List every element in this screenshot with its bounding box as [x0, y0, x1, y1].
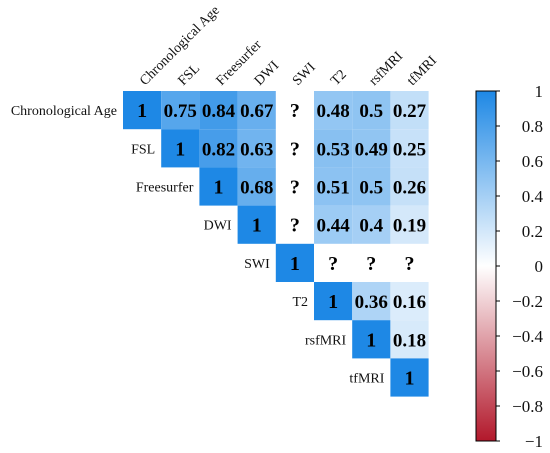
cell-chronological-age-fsl-fill — [161, 91, 200, 130]
cell-fsl-t2-label: 0.53 — [316, 139, 349, 160]
cell-dwi-swi-label: ? — [290, 215, 300, 237]
cell-fsl-freesurfer-label: 0.82 — [202, 139, 235, 160]
cell-fsl-rsfmri-label: 0.49 — [355, 139, 388, 160]
row-label-chronological-age: Chronological Age — [11, 104, 117, 119]
cell-swi-tfmri-label: ? — [405, 253, 415, 275]
cell-t2-rsfmri-label: 0.36 — [355, 292, 388, 313]
row-label-freesurfer: Freesurfer — [136, 181, 194, 196]
cell-rsfmri-rsfmri-fill — [352, 320, 391, 359]
cell-chronological-age-fsl-label: 0.75 — [164, 101, 197, 122]
cell-tfmri-tfmri-label: 1 — [405, 368, 415, 390]
cell-chronological-age-chronological-age-fill — [123, 91, 162, 130]
cell-chronological-age-freesurfer-fill — [199, 91, 238, 130]
cell-rsfmri-tfmri-label: 0.18 — [393, 330, 426, 351]
cell-freesurfer-tfmri-fill — [390, 167, 429, 206]
cell-fsl-tfmri-fill — [390, 129, 429, 168]
row-label-dwi: DWI — [204, 219, 232, 234]
column-label-dwi: DWI — [252, 58, 283, 89]
cell-dwi-tfmri-fill — [390, 205, 429, 244]
row-label-fsl: FSL — [131, 142, 155, 157]
cell-freesurfer-rsfmri-label: 0.5 — [359, 178, 383, 199]
cell-rsfmri-tfmri-fill — [390, 320, 429, 359]
cell-swi-t2-label: ? — [328, 253, 338, 275]
colorbar-tick-label: −1 — [525, 432, 543, 451]
row-label-rsfmri: rsfMRI — [305, 333, 347, 348]
colorbar-tick-label: 0.8 — [522, 117, 543, 136]
cell-chronological-age-t2-label: 0.48 — [316, 101, 349, 122]
cell-rsfmri-rsfmri-label: 1 — [366, 329, 376, 351]
cell-chronological-age-freesurfer-label: 0.84 — [202, 101, 236, 122]
cell-dwi-t2-fill — [314, 205, 353, 244]
cell-chronological-age-rsfmri-fill — [352, 91, 391, 130]
cell-swi-rsfmri-label: ? — [366, 253, 376, 275]
cell-freesurfer-dwi-fill — [237, 167, 276, 206]
colorbar-tick-label: −0.6 — [512, 362, 543, 381]
column-label-rsfmri: rsfMRI — [366, 49, 406, 89]
cell-dwi-dwi-fill — [237, 205, 276, 244]
colorbar-tick-label: 0 — [535, 257, 544, 276]
column-label-tfmri: tfMRI — [405, 53, 441, 89]
column-label-t2: T2 — [328, 67, 350, 89]
cell-fsl-tfmri-label: 0.25 — [393, 139, 426, 160]
cell-fsl-fsl-fill — [161, 129, 200, 168]
colorbar-tick-label: 1 — [535, 82, 544, 101]
cell-swi-swi-fill — [275, 243, 314, 282]
cell-t2-t2-fill — [314, 282, 353, 321]
cell-dwi-rsfmri-fill — [352, 205, 391, 244]
cell-t2-t2-label: 1 — [328, 291, 338, 313]
colorbar-tick-label: −0.4 — [512, 327, 543, 346]
cell-chronological-age-rsfmri-label: 0.5 — [359, 101, 383, 122]
cell-freesurfer-tfmri-label: 0.26 — [393, 178, 426, 199]
cell-freesurfer-t2-fill — [314, 167, 353, 206]
cell-fsl-rsfmri-fill — [352, 129, 391, 168]
cell-freesurfer-swi-label: ? — [290, 177, 300, 199]
cell-t2-rsfmri-fill — [352, 282, 391, 321]
cell-chronological-age-t2-fill — [314, 91, 353, 130]
cell-chronological-age-dwi-label: 0.67 — [240, 101, 274, 122]
column-label-fsl: FSL — [175, 61, 203, 89]
cell-fsl-freesurfer-fill — [199, 129, 238, 168]
row-label-swi: SWI — [244, 257, 270, 272]
row-label-t2: T2 — [292, 295, 308, 310]
cell-t2-tfmri-label: 0.16 — [393, 292, 426, 313]
colorbar-gradient — [475, 90, 497, 442]
cell-swi-swi-label: 1 — [290, 253, 300, 275]
cell-dwi-t2-label: 0.44 — [316, 216, 350, 237]
cell-chronological-age-swi-label: ? — [290, 100, 300, 122]
colorbar-tick-label: 0.4 — [522, 187, 544, 206]
cell-chronological-age-chronological-age-label: 1 — [137, 100, 147, 122]
colorbar: 1 0.8 0.6 0.4 0.2 0 −0.2 −0.4 −0.6 −0.8 −1 — [475, 82, 544, 451]
cell-tfmri-tfmri-fill — [390, 358, 429, 397]
colorbar-tick-label: 0.2 — [522, 222, 543, 241]
cell-chronological-age-dwi-fill — [237, 91, 276, 130]
cell-dwi-tfmri-label: 0.19 — [393, 216, 426, 237]
cell-dwi-rsfmri-label: 0.4 — [359, 216, 383, 237]
cell-chronological-age-tfmri-fill — [390, 91, 429, 130]
cell-t2-tfmri-fill — [390, 282, 429, 321]
cell-freesurfer-freesurfer-fill — [199, 167, 238, 206]
column-label-swi: SWI — [290, 60, 319, 89]
cell-fsl-dwi-fill — [237, 129, 276, 168]
cell-freesurfer-rsfmri-fill — [352, 167, 391, 206]
cell-fsl-t2-fill — [314, 129, 353, 168]
cell-freesurfer-t2-label: 0.51 — [316, 178, 349, 199]
cell-fsl-fsl-label: 1 — [175, 138, 185, 160]
row-label-tfmri: tfMRI — [349, 372, 384, 387]
cell-dwi-dwi-label: 1 — [252, 215, 262, 237]
cell-fsl-swi-label: ? — [290, 138, 300, 160]
colorbar-tick-label: −0.8 — [512, 397, 543, 416]
cell-fsl-dwi-label: 0.63 — [240, 139, 273, 160]
cell-freesurfer-dwi-label: 0.68 — [240, 178, 273, 199]
colorbar-tick-label: −0.2 — [512, 292, 543, 311]
cell-freesurfer-freesurfer-label: 1 — [214, 177, 224, 199]
colorbar-tick-label: 0.6 — [522, 152, 543, 171]
cell-chronological-age-tfmri-label: 0.27 — [393, 101, 427, 122]
